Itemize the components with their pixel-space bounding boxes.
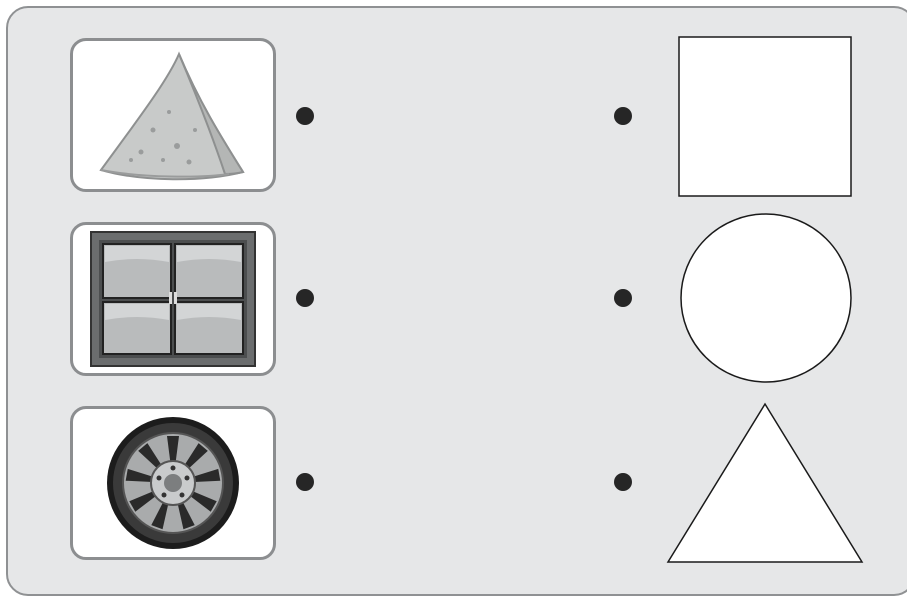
square-shape-icon[interactable] [678,36,854,198]
left-dot-3[interactable] [296,473,314,491]
left-dot-2[interactable] [296,289,314,307]
right-dot-3[interactable] [614,473,632,491]
right-dot-2[interactable] [614,289,632,307]
left-dot-1[interactable] [296,107,314,125]
window-icon [83,226,263,372]
wheel-icon [83,410,263,556]
object-card-samosa[interactable] [70,38,276,192]
right-dot-1[interactable] [614,107,632,125]
object-card-window[interactable] [70,222,276,376]
circle-shape-icon[interactable] [678,212,854,384]
object-card-wheel[interactable] [70,406,276,560]
triangle-shape-icon[interactable] [666,402,866,566]
samosa-icon [83,42,263,188]
